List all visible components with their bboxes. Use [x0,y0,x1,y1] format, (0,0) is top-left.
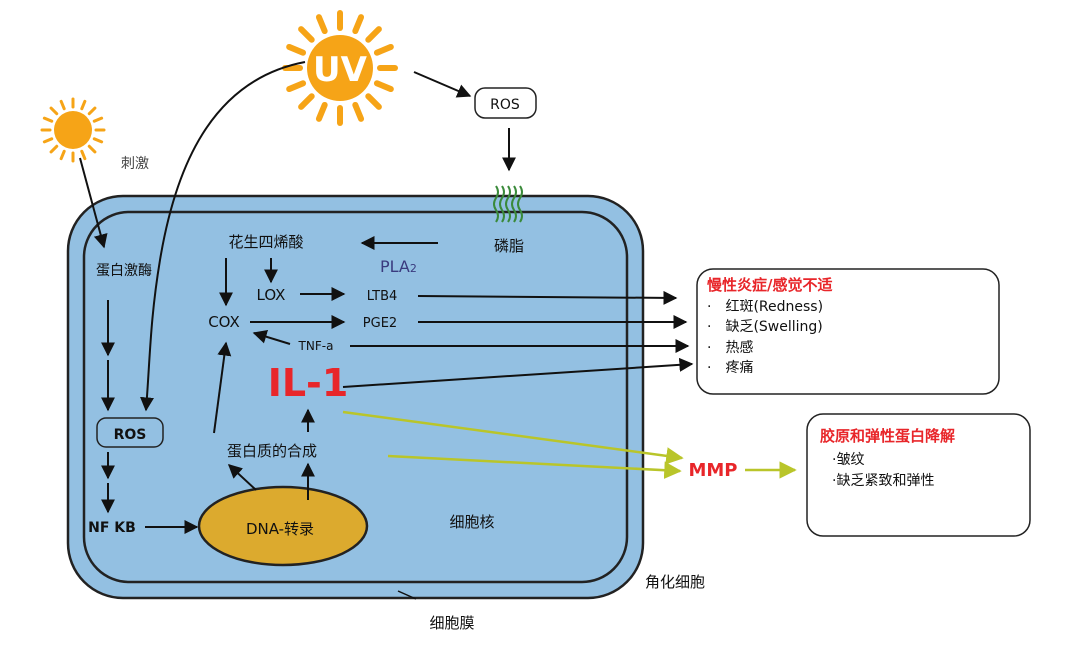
sun-ray [92,137,104,144]
ros-top-box [474,87,537,119]
sun-ray [42,116,54,123]
sun-ray [49,144,59,154]
protein-kinase-label: 蛋白激酶 [96,262,152,279]
arrow-uv-to-ros [413,71,472,98]
sun-ray [352,14,365,35]
ros-top-label: ROS [490,97,520,113]
phospholipid-icon [493,185,523,223]
sun-ray [80,99,87,111]
uv-sun-icon [282,10,398,126]
sun-ray [373,80,394,93]
ltb4-label: LTB4 [367,289,398,304]
il1-label: IL-1 [268,361,349,405]
mmp-label: MMP [688,460,737,481]
uv-label: UV [313,50,368,90]
sun-ray [87,106,97,116]
sun-ray [286,80,307,93]
sun-ray [80,149,87,161]
nfkb-label: NF KB [88,520,136,536]
sun-ray [42,137,54,144]
arrow-synthesis-to-cox [213,341,232,434]
cox-label: COX [208,313,240,331]
pla2-label: PLA2 [380,257,417,276]
arrow-ltb4-to-box [417,290,678,305]
sun-ray [87,144,97,154]
dna-transcription-label: DNA-转录 [246,520,314,538]
inflammation-item: · 热感 [707,339,753,356]
arrow-uv-curve-to-ros [140,61,306,412]
arrow-synthesis-to-mmp [387,454,682,479]
phospholipid-label: 磷脂 [494,237,524,255]
sun-ray [373,43,394,56]
sun-ray [365,93,382,110]
arrow-il1-to-box [342,357,694,388]
ros-cell-label: ROS [114,427,147,443]
arrow-stimulus-to-kinase [79,157,108,249]
arrow-il1-to-mmp [342,410,684,465]
lox-label: LOX [257,286,286,304]
inflammation-item: · 疼痛 [707,359,753,376]
inflammation-box [696,268,1000,395]
protein-synthesis-label: 蛋白质的合成 [227,442,317,460]
arachidonic-acid-label: 花生四烯酸 [228,233,303,251]
sun-ray [365,26,382,43]
stimulus-label: 刺激 [121,155,149,172]
sun-ray [49,106,59,116]
nucleus-ellipse [197,485,369,567]
sun-ray [315,14,328,35]
sun-ray [298,26,315,43]
ros-cell-box [96,417,164,448]
degradation-item: ·缺乏紧致和弹性 [832,473,934,489]
sun-ray [298,93,315,110]
sun-ray [352,101,365,122]
degradation-box [806,413,1031,537]
cell-membrane-pointer [397,590,417,600]
small-sun-icon [40,97,106,163]
keratinocyte-label: 角化细胞 [645,573,705,591]
cell-inner-membrane [82,210,629,584]
inflammation-title: 慢性炎症/感觉不适 [707,276,832,294]
sun-ray [59,149,66,161]
degradation-item: ·皱纹 [832,452,864,468]
arrow-tnfa-to-cox [252,329,291,345]
inflammation-item: · 缺乏(Swelling) [707,319,823,335]
inflammation-item: · 红斑(Redness) [707,299,823,315]
tnfa-label: TNF-a [298,339,334,353]
cell-membrane-label: 细胞膜 [429,614,474,632]
arrow-nucleus-to-synthesis [227,464,257,491]
sun-ray [286,43,307,56]
sun-ray [315,101,328,122]
nucleus-label: 细胞核 [449,513,494,531]
degradation-title: 胶原和弹性蛋白降解 [820,427,955,445]
sun-ray [92,116,104,123]
sun-ray [59,99,66,111]
pge2-label: PGE2 [363,316,397,331]
